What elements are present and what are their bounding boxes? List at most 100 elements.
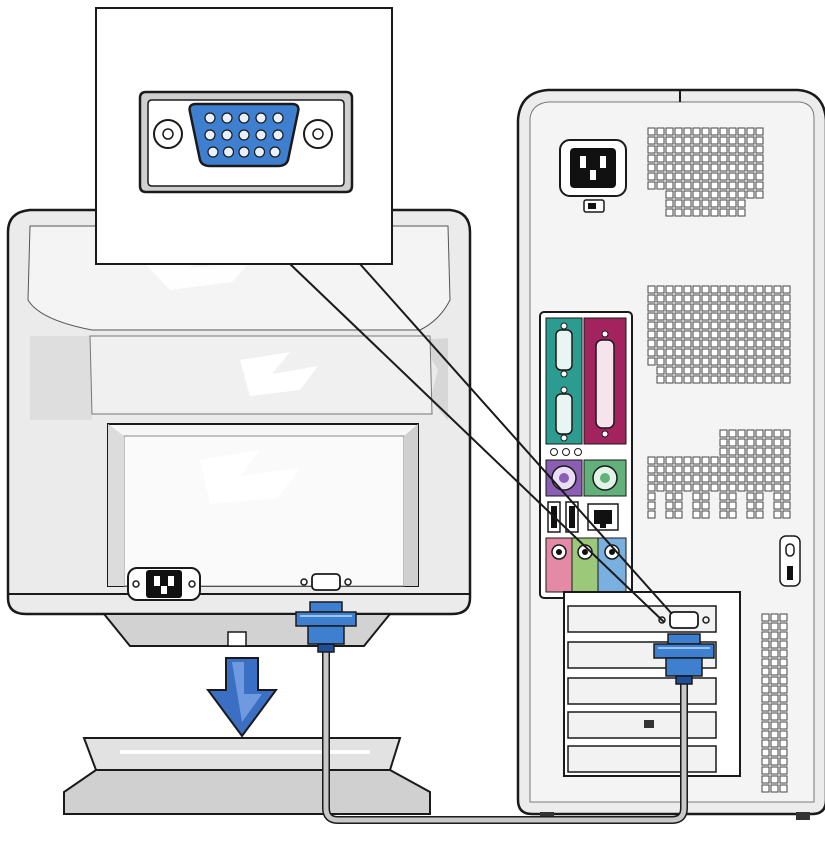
vent-slot xyxy=(693,457,700,464)
vent-slot xyxy=(675,457,682,464)
vga-pin xyxy=(205,130,215,140)
vent-slot xyxy=(762,740,769,747)
vent-slot xyxy=(720,146,727,153)
vent-slot xyxy=(657,295,664,302)
vent-slot xyxy=(729,322,736,329)
vent-slot xyxy=(738,182,745,189)
vent-slot xyxy=(666,511,673,518)
vent-slot xyxy=(693,173,700,180)
vent-slot xyxy=(711,340,718,347)
vent-slot xyxy=(711,209,718,216)
vent-slot xyxy=(771,749,778,756)
vent-slot xyxy=(720,173,727,180)
vent-slot xyxy=(666,304,673,311)
vent-slot xyxy=(774,439,781,446)
vent-slot xyxy=(657,349,664,356)
vent-slot xyxy=(774,322,781,329)
vent-slot xyxy=(783,340,790,347)
vent-slot xyxy=(711,475,718,482)
vent-slot xyxy=(747,340,754,347)
vent-slot xyxy=(747,358,754,365)
vent-slot xyxy=(666,209,673,216)
vent-slot xyxy=(729,182,736,189)
vent-slot xyxy=(774,358,781,365)
vent-slot xyxy=(765,358,772,365)
vent-slot xyxy=(774,295,781,302)
vent-slot xyxy=(648,286,655,293)
vent-slot xyxy=(738,137,745,144)
vent-slot xyxy=(783,466,790,473)
vent-slot xyxy=(771,776,778,783)
vent-slot xyxy=(711,358,718,365)
vent-slot xyxy=(693,313,700,320)
vent-slot xyxy=(666,322,673,329)
vga-pin xyxy=(222,113,232,123)
vent-slot xyxy=(765,304,772,311)
vent-slot xyxy=(648,358,655,365)
vent-slot xyxy=(765,295,772,302)
vent-slot xyxy=(684,322,691,329)
vent-slot xyxy=(720,313,727,320)
vent-slot xyxy=(720,182,727,189)
vent-slot xyxy=(720,511,727,518)
vent-slot xyxy=(747,128,754,135)
vent-slot xyxy=(729,295,736,302)
vent-slot xyxy=(774,448,781,455)
vent-slot xyxy=(729,164,736,171)
vent-slot xyxy=(684,173,691,180)
vent-slot xyxy=(702,349,709,356)
vent-slot xyxy=(762,731,769,738)
vent-slot xyxy=(720,448,727,455)
vent-slot xyxy=(684,475,691,482)
vent-slot xyxy=(738,209,745,216)
vent-slot xyxy=(738,128,745,135)
vent-slot xyxy=(747,448,754,455)
vent-slot xyxy=(675,502,682,509)
vent-slot xyxy=(747,182,754,189)
vent-slot xyxy=(675,313,682,320)
vent-slot xyxy=(771,785,778,792)
vent-slot xyxy=(648,511,655,518)
vent-slot xyxy=(684,164,691,171)
vent-slot xyxy=(648,322,655,329)
vent-slot xyxy=(747,155,754,162)
vent-slot xyxy=(774,493,781,500)
vent-slot xyxy=(756,511,763,518)
vent-slot xyxy=(648,457,655,464)
vent-slot xyxy=(693,358,700,365)
vent-slot xyxy=(711,349,718,356)
vent-slot xyxy=(756,137,763,144)
vent-slot xyxy=(711,182,718,189)
vent-slot xyxy=(657,358,664,365)
vent-slot xyxy=(729,430,736,437)
vent-slot xyxy=(720,502,727,509)
vent-slot xyxy=(747,484,754,491)
vent-slot xyxy=(729,502,736,509)
vent-slot xyxy=(648,493,655,500)
vent-slot xyxy=(747,439,754,446)
vent-slot xyxy=(720,484,727,491)
vent-slot xyxy=(684,466,691,473)
vent-slot xyxy=(765,430,772,437)
vent-slot xyxy=(765,286,772,293)
vent-slot xyxy=(684,128,691,135)
vent-slot xyxy=(762,749,769,756)
vent-slot xyxy=(783,493,790,500)
vent-slot xyxy=(693,164,700,171)
vent-slot xyxy=(765,340,772,347)
vent-slot xyxy=(771,767,778,774)
vent-slot xyxy=(771,623,778,630)
vent-slot xyxy=(774,331,781,338)
vent-slot xyxy=(756,286,763,293)
vent-slot xyxy=(780,785,787,792)
vent-slot xyxy=(783,286,790,293)
vent-slot xyxy=(693,137,700,144)
vent-slot xyxy=(666,340,673,347)
vent-slot xyxy=(765,466,772,473)
vent-slot xyxy=(702,209,709,216)
vent-slot xyxy=(648,313,655,320)
vent-slot xyxy=(771,641,778,648)
vent-slot xyxy=(666,484,673,491)
vent-slot xyxy=(783,430,790,437)
vent-slot xyxy=(720,286,727,293)
